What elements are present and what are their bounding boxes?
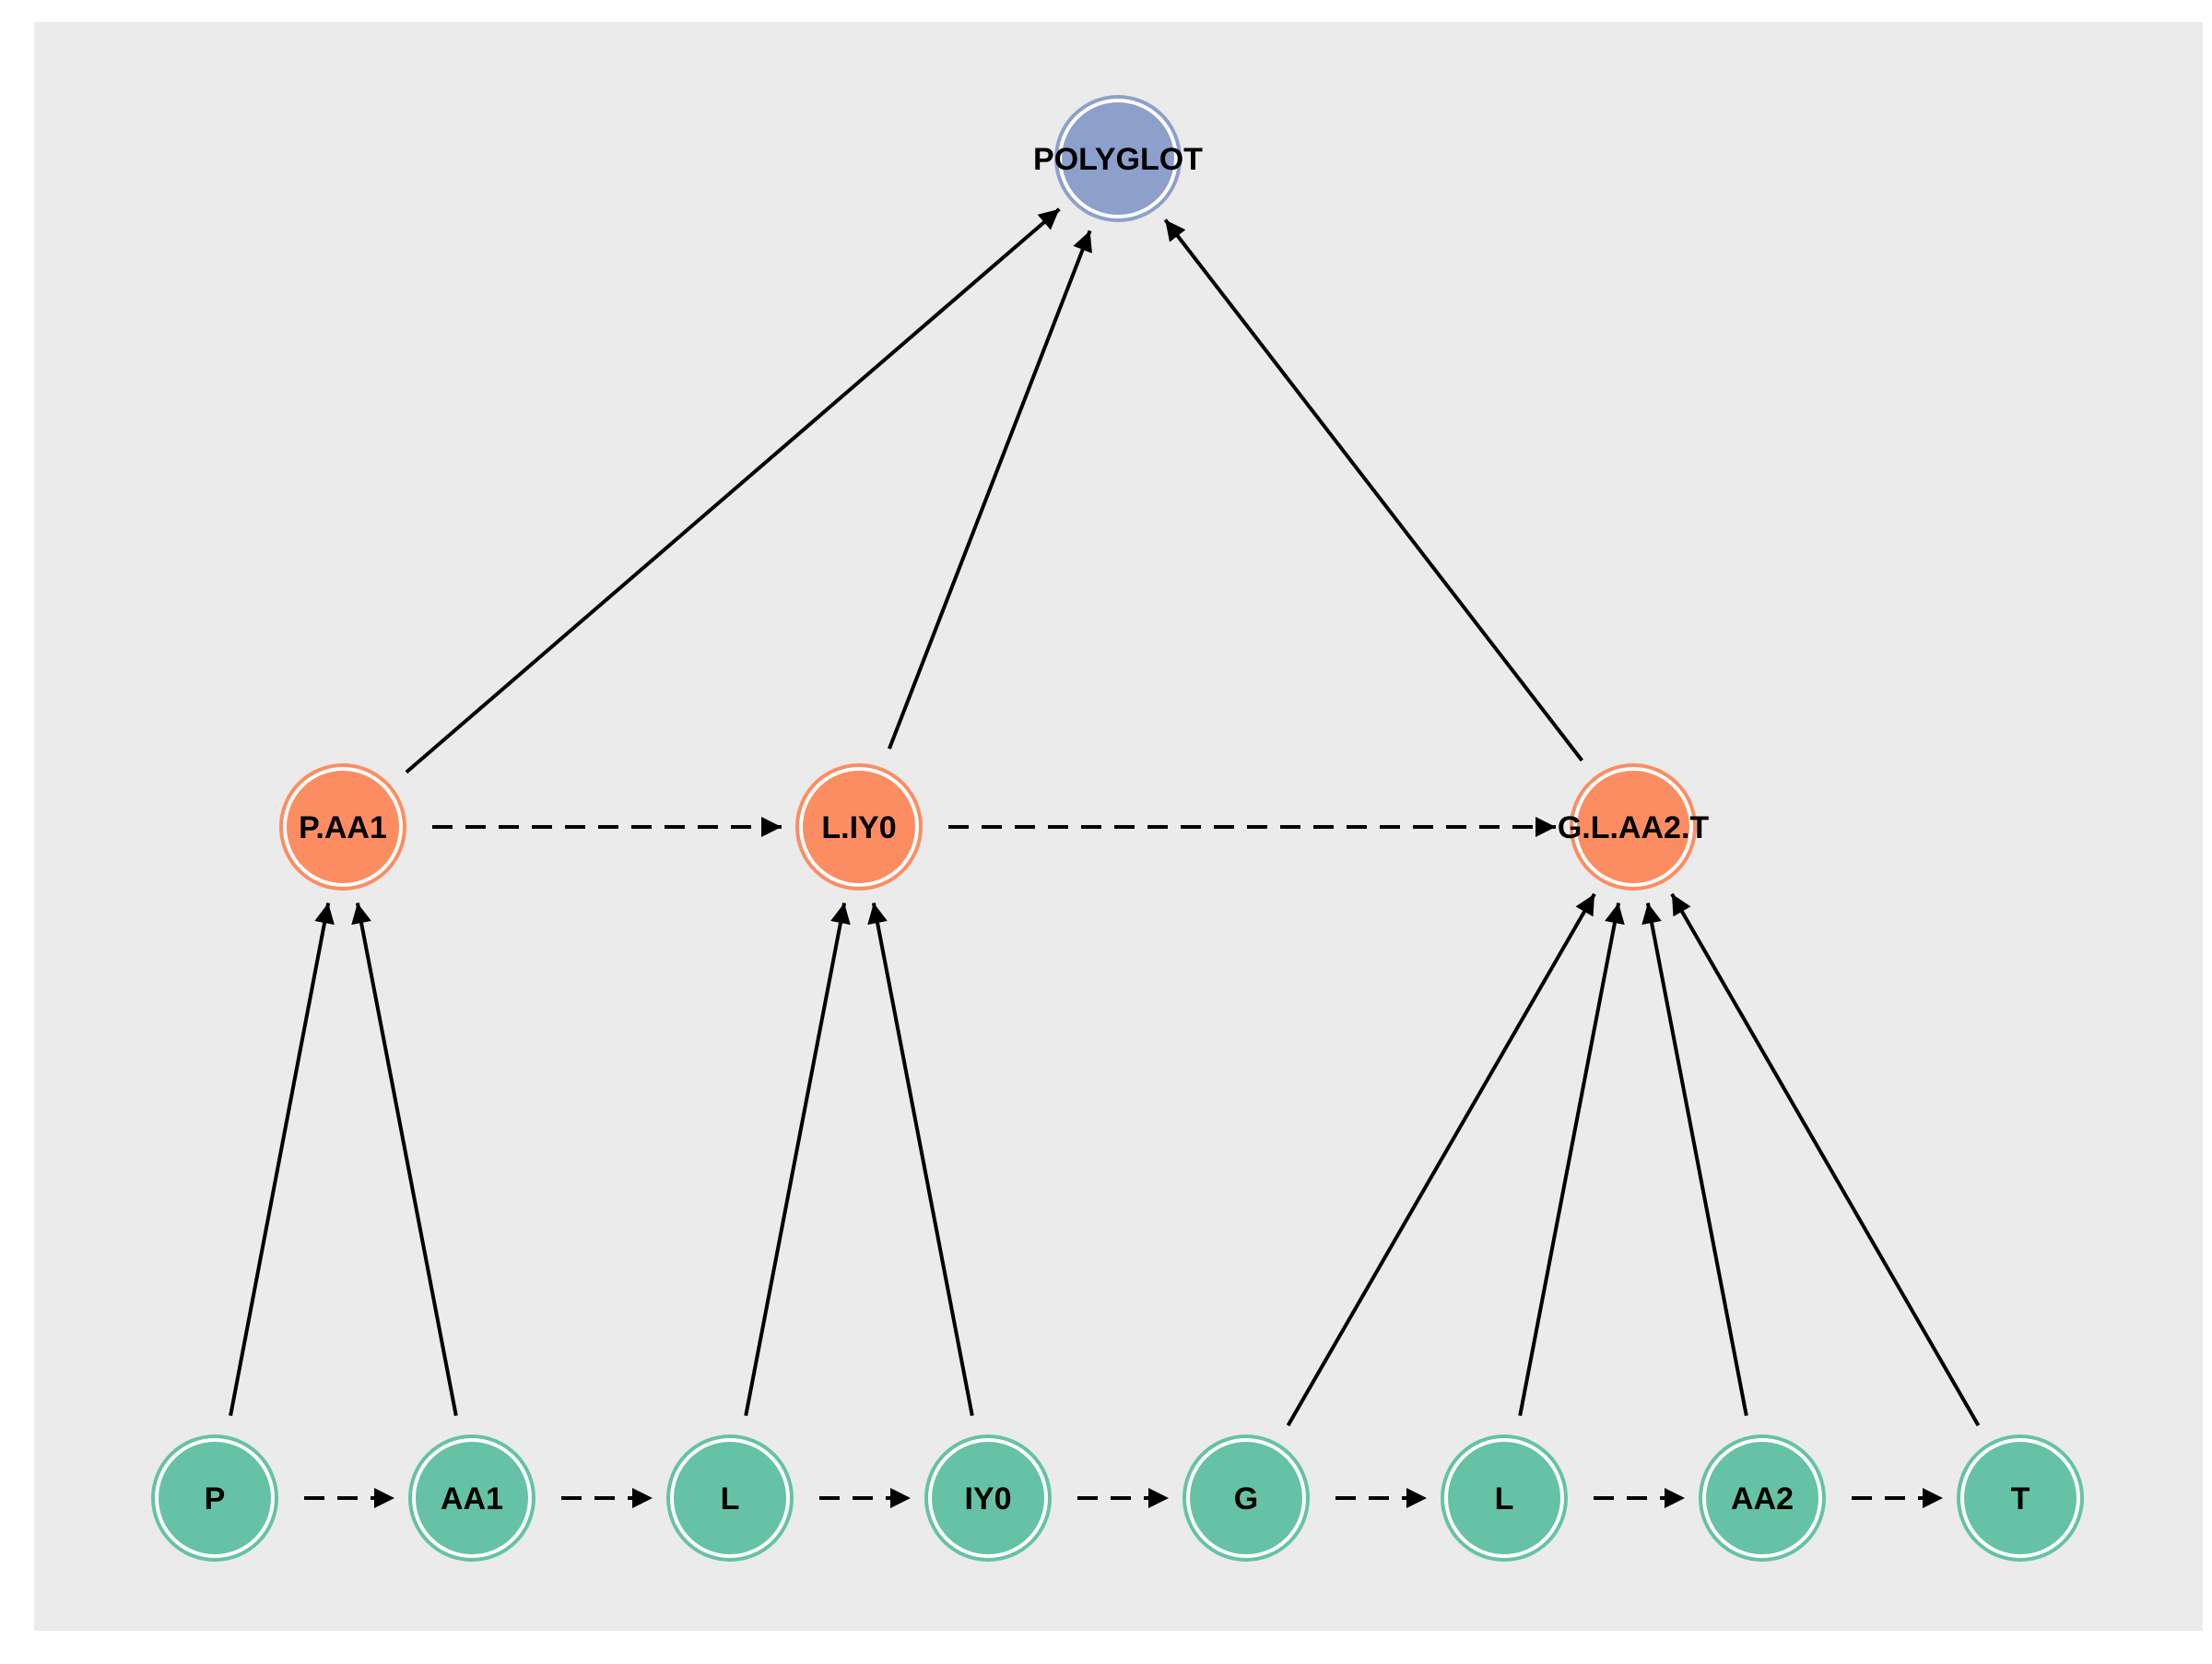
phoneme-node-5: G [1182,1434,1310,1562]
syllable-node-3: G.L.AA2.T [1558,763,1710,891]
phoneme-node-8: T [1957,1434,2084,1562]
node-label: IY0 [964,1481,1011,1516]
node-circle [1573,767,1693,887]
node-label: G.L.AA2.T [1558,810,1710,845]
phoneme-node-2: AA1 [408,1434,535,1562]
edge-p2-to-s1 [351,903,458,1416]
node-circle [928,1438,1048,1558]
node-circle [1058,99,1178,218]
edge-p3-to-s2 [744,903,851,1416]
node-label: P.AA1 [299,810,387,845]
node-circle [1444,1438,1564,1558]
node-label: AA1 [441,1481,503,1516]
nodes-layer: POLYGLOT P.AA1 L.IY0 G.L.AA2.T P AA1 L IY0 G L AA2… [151,95,2084,1562]
node-label: G [1234,1481,1258,1516]
phoneme-node-1: P [151,1434,278,1562]
node-circle [412,1438,532,1558]
node-label: POLYGLOT [1033,142,1203,177]
node-label: L [1495,1481,1514,1516]
edge-p5-to-s3 [1286,892,1596,1427]
node-circle [1186,1438,1306,1558]
edge-s3-to-root [1163,218,1583,762]
node-label: L.IY0 [821,810,896,845]
phoneme-node-7: AA2 [1699,1434,1826,1562]
edges-layer [229,207,1981,1508]
edge-p7-to-s3 [1641,903,1748,1416]
node-label: P [205,1481,226,1516]
edge-p4-to-s2 [867,903,974,1416]
node-circle [1702,1438,1822,1558]
node-circle [283,767,403,887]
node-circle [670,1438,790,1558]
node-circle [1960,1438,2080,1558]
edge-s1-to-root [405,207,1061,774]
phoneme-node-6: L [1441,1434,1568,1562]
word-node-polyglot: POLYGLOT [1033,95,1203,222]
node-label: T [2011,1481,2030,1516]
node-label: AA2 [1731,1481,1794,1516]
edge-s2-to-root [888,230,1092,749]
node-circle [799,767,919,887]
edge-p8-to-s3 [1670,892,1981,1427]
syllable-node-2: L.IY0 [795,763,923,891]
node-label: L [721,1481,740,1516]
phoneme-node-4: IY0 [924,1434,1052,1562]
syllable-node-1: P.AA1 [279,763,406,891]
edge-p1-to-s1 [229,903,335,1416]
edge-p6-to-s3 [1518,903,1625,1416]
node-circle [155,1438,275,1558]
phoneme-node-3: L [666,1434,794,1562]
